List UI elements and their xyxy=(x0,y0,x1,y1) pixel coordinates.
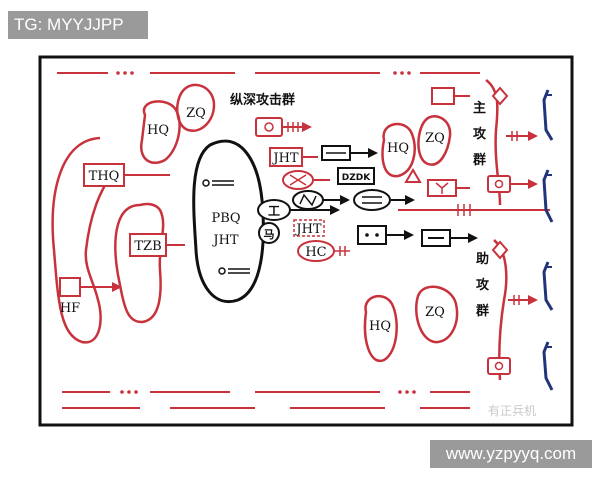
dzdk-marker xyxy=(337,167,375,185)
watermark-tag: TG: MYYJJPP xyxy=(8,11,148,39)
echelon-arrow-head xyxy=(302,122,312,132)
site-url-watermark: www.yzpyyq.com xyxy=(430,440,592,468)
infantry-unit-center xyxy=(357,225,387,245)
hf-arrow-head xyxy=(112,282,122,292)
main-group-arrow xyxy=(506,131,538,141)
tzb-area-outline xyxy=(114,202,165,324)
hq-main-outline xyxy=(381,122,416,178)
engineer-unit-label: 工 xyxy=(268,204,280,218)
depth-echelon-label: 纵深攻击群 xyxy=(230,92,295,108)
diagram-frame xyxy=(38,55,574,427)
zq-main-label: ZQ xyxy=(425,131,445,146)
zq-support-label: ZQ xyxy=(425,305,445,320)
zq-left-label: ZQ xyxy=(186,106,206,121)
hc-trail xyxy=(334,246,350,256)
recon-unit-cross xyxy=(289,174,307,186)
armored-unit-symbol xyxy=(353,189,391,211)
dzdk-label: DZDK xyxy=(342,173,371,183)
wechat-watermark: 有正兵机 xyxy=(488,404,537,418)
infantry-forward-arrow-head xyxy=(468,233,478,243)
pbq-area-outline xyxy=(192,139,265,303)
hc-label: HC xyxy=(305,245,326,260)
center-phase-ticks xyxy=(457,204,471,216)
infantry-center-arrow-head xyxy=(404,230,414,240)
horse-unit-label: 马 xyxy=(264,228,275,241)
echelon-unit-symbol xyxy=(264,122,274,132)
main-group-unit-symbol xyxy=(494,179,504,189)
top-boundary-dots xyxy=(116,71,411,75)
zq-main-outline xyxy=(417,115,452,166)
enemy-front-ticks xyxy=(546,94,552,348)
echelon-unit xyxy=(255,117,283,137)
zq-support-outline xyxy=(415,285,459,344)
support-group-char-1: 助 xyxy=(476,251,489,267)
main-hq-flag xyxy=(431,87,455,105)
jht-lower-label: JHT xyxy=(294,222,322,237)
main-triangle-marker xyxy=(404,168,422,183)
enemy-front-line xyxy=(542,89,554,391)
armored-unit-bars xyxy=(362,196,382,204)
support-group-unit xyxy=(487,357,511,375)
hf-marker xyxy=(59,277,81,297)
hq-main-label: HQ xyxy=(387,141,409,156)
pbq-artillery-symbol-bottom xyxy=(218,267,250,275)
main-group-char-2: 攻 xyxy=(473,126,487,142)
hq-support-outline xyxy=(363,294,398,363)
echelon-arrow-ticks xyxy=(287,122,299,132)
support-group-diamond xyxy=(491,240,509,260)
support-group-unit-symbol xyxy=(494,361,504,371)
hq-support-label: HQ xyxy=(369,319,391,334)
hq-left-outline xyxy=(139,100,181,165)
command-link-arrow xyxy=(330,205,340,215)
forward-unit-top-arrow-head xyxy=(368,148,378,158)
jht-center-label: JHT xyxy=(211,233,239,248)
main-unit-symbol xyxy=(435,182,449,194)
jht-top-label: JHT xyxy=(271,151,299,166)
main-group-unit xyxy=(487,175,511,193)
tzb-label: TZB xyxy=(134,239,161,254)
bottom-boundary-dots xyxy=(120,390,416,394)
main-group-char-3: 群 xyxy=(473,152,486,168)
pbq-label: PBQ xyxy=(212,211,241,226)
support-group-arrow xyxy=(508,295,538,305)
thq-label: THQ xyxy=(89,169,120,184)
signal-unit-zigzag xyxy=(299,193,317,207)
bottom-boundary-line xyxy=(62,391,470,409)
main-group-diamond xyxy=(491,86,509,106)
horse-unit-symbol xyxy=(258,222,280,244)
hf-label: HF xyxy=(60,301,80,316)
main-group-arrow-lower xyxy=(510,179,538,189)
hq-left-label: HQ xyxy=(147,123,169,138)
zq-left-outline xyxy=(175,83,216,132)
rear-area-outline-left xyxy=(51,136,113,344)
infantry-unit-dot-1 xyxy=(365,233,369,237)
jht-lower-marker xyxy=(293,219,325,237)
infantry-unit-dot-2 xyxy=(375,233,379,237)
pbq-artillery-symbol-top xyxy=(202,179,234,187)
main-group-char-1: 主 xyxy=(473,100,486,116)
signal-arrow-head xyxy=(340,195,350,205)
support-group-char-2: 攻 xyxy=(476,277,490,293)
support-group-char-3: 群 xyxy=(476,303,489,319)
armored-arrow-head xyxy=(405,195,415,205)
